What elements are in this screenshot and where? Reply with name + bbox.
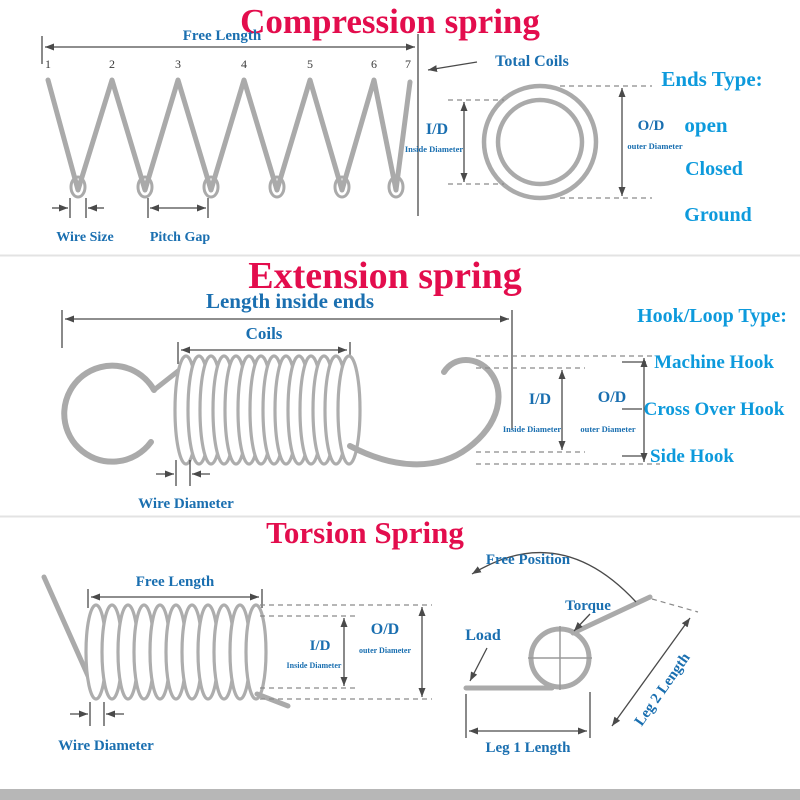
extension-id-abbr: I/D xyxy=(529,391,551,408)
torsion-free-position-callout: Free Position xyxy=(471,551,637,603)
torsion-inner-diameter-dimension: I/D Inside Diameter xyxy=(260,615,356,689)
ends-type-open: open xyxy=(684,113,728,137)
compression-title: Compression spring xyxy=(240,2,540,41)
torsion-free-length-dimension: Free Length xyxy=(87,574,263,608)
torsion-load-label: Load xyxy=(465,627,501,644)
compression-end-view-drawing xyxy=(481,83,599,201)
extension-hook-type-panel: Hook/Loop Type: Machine Hook Cross Over … xyxy=(622,305,787,467)
ends-type-ground: Ground xyxy=(684,204,751,226)
torsion-free-position-label: Free Position xyxy=(486,552,571,568)
compression-inner-diameter-dimension: I/D Inside Diameter xyxy=(405,99,504,185)
extension-coils-dimension: Coils xyxy=(177,324,351,364)
coil-number: 5 xyxy=(307,57,313,71)
extension-spring-drawing xyxy=(61,354,502,468)
coil-number: 6 xyxy=(371,57,377,71)
compression-id-full: Inside Diameter xyxy=(405,144,464,154)
compression-ends-type-panel: Ends Type: open Closed Ground xyxy=(661,67,762,226)
torsion-load-callout: Load xyxy=(465,627,501,682)
extension-length-dimension: Length inside ends xyxy=(61,289,513,430)
compression-pitch-gap-dimension: Pitch Gap xyxy=(147,198,210,245)
hook-type-cross-over: Cross Over Hook xyxy=(644,399,785,420)
compression-pitch-gap-label: Pitch Gap xyxy=(150,230,210,245)
ends-type-closed: Closed xyxy=(685,158,743,180)
torsion-wire-diameter-label: Wire Diameter xyxy=(58,738,154,754)
torsion-outer-diameter-dimension: O/D outer Diameter xyxy=(260,604,432,700)
compression-id-abbr: I/D xyxy=(426,121,448,138)
compression-free-length-label: Free Length xyxy=(183,28,262,44)
compression-outer-diameter-dimension: O/D outer Diameter xyxy=(560,85,683,199)
torsion-torque-label: Torque xyxy=(565,598,611,614)
torsion-torque-callout: Torque xyxy=(565,598,611,632)
torsion-od-full: outer Diameter xyxy=(359,646,412,655)
torsion-id-abbr: I/D xyxy=(310,638,331,654)
coil-number: 7 xyxy=(405,57,411,71)
extension-outer-diameter-dimension: O/D outer Diameter xyxy=(476,355,660,465)
torsion-leg1-dimension: Leg 1 Length xyxy=(465,692,591,756)
compression-total-coils-label: Total Coils xyxy=(495,53,569,70)
compression-spring-drawing xyxy=(45,77,413,199)
torsion-leg2-label: Leg 2 Length xyxy=(632,650,694,729)
hook-type-side: Side Hook xyxy=(650,446,734,467)
compression-od-abbr: O/D xyxy=(638,118,665,134)
torsion-section: Torsion Spring Free Length xyxy=(41,515,699,756)
coil-number: 3 xyxy=(175,57,181,71)
hook-type-heading: Hook/Loop Type: xyxy=(637,305,787,327)
compression-wire-size-label: Wire Size xyxy=(56,230,113,245)
torsion-id-full: Inside Diameter xyxy=(287,661,342,670)
torsion-od-abbr: O/D xyxy=(371,621,399,638)
torsion-spring-drawing xyxy=(41,574,291,709)
coil-number: 2 xyxy=(109,57,115,71)
coil-number: 1 xyxy=(45,57,51,71)
torsion-wire-diameter-dimension: Wire Diameter xyxy=(58,702,154,754)
extension-od-abbr: O/D xyxy=(598,389,626,406)
extension-length-label: Length inside ends xyxy=(206,289,374,313)
torsion-end-view-drawing xyxy=(463,594,653,691)
extension-title: Extension spring xyxy=(248,255,521,297)
extension-wire-diameter-dimension: Wire Diameter xyxy=(138,460,234,512)
compression-wire-size-dimension: Wire Size xyxy=(52,198,114,245)
compression-total-coils-callout: Total Coils xyxy=(427,53,569,73)
extension-coils-label: Coils xyxy=(246,324,283,343)
compression-section: Compression spring Free Length 1 2 3 4 5… xyxy=(0,2,800,257)
extension-section: Extension spring Length inside ends Coil… xyxy=(0,255,800,518)
extension-od-full: outer Diameter xyxy=(580,424,636,434)
extension-inner-diameter-dimension: I/D Inside Diameter xyxy=(476,367,585,453)
extension-wire-diameter-label: Wire Diameter xyxy=(138,496,234,512)
torsion-title: Torsion Spring xyxy=(266,515,464,550)
compression-coil-numbers: 1 2 3 4 5 6 7 xyxy=(45,57,411,71)
extension-id-full: Inside Diameter xyxy=(503,424,562,434)
torsion-leg2-dimension: Leg 2 Length xyxy=(611,598,699,729)
compression-free-length-dimension: Free Length xyxy=(41,28,419,216)
hook-type-machine: Machine Hook xyxy=(654,352,774,373)
torsion-free-length-label: Free Length xyxy=(136,574,215,590)
compression-od-full: outer Diameter xyxy=(627,141,683,151)
coil-number: 4 xyxy=(241,57,247,71)
ends-type-heading: Ends Type: xyxy=(661,67,762,91)
bottom-gray-bar xyxy=(0,789,800,800)
torsion-leg1-label: Leg 1 Length xyxy=(485,740,571,756)
